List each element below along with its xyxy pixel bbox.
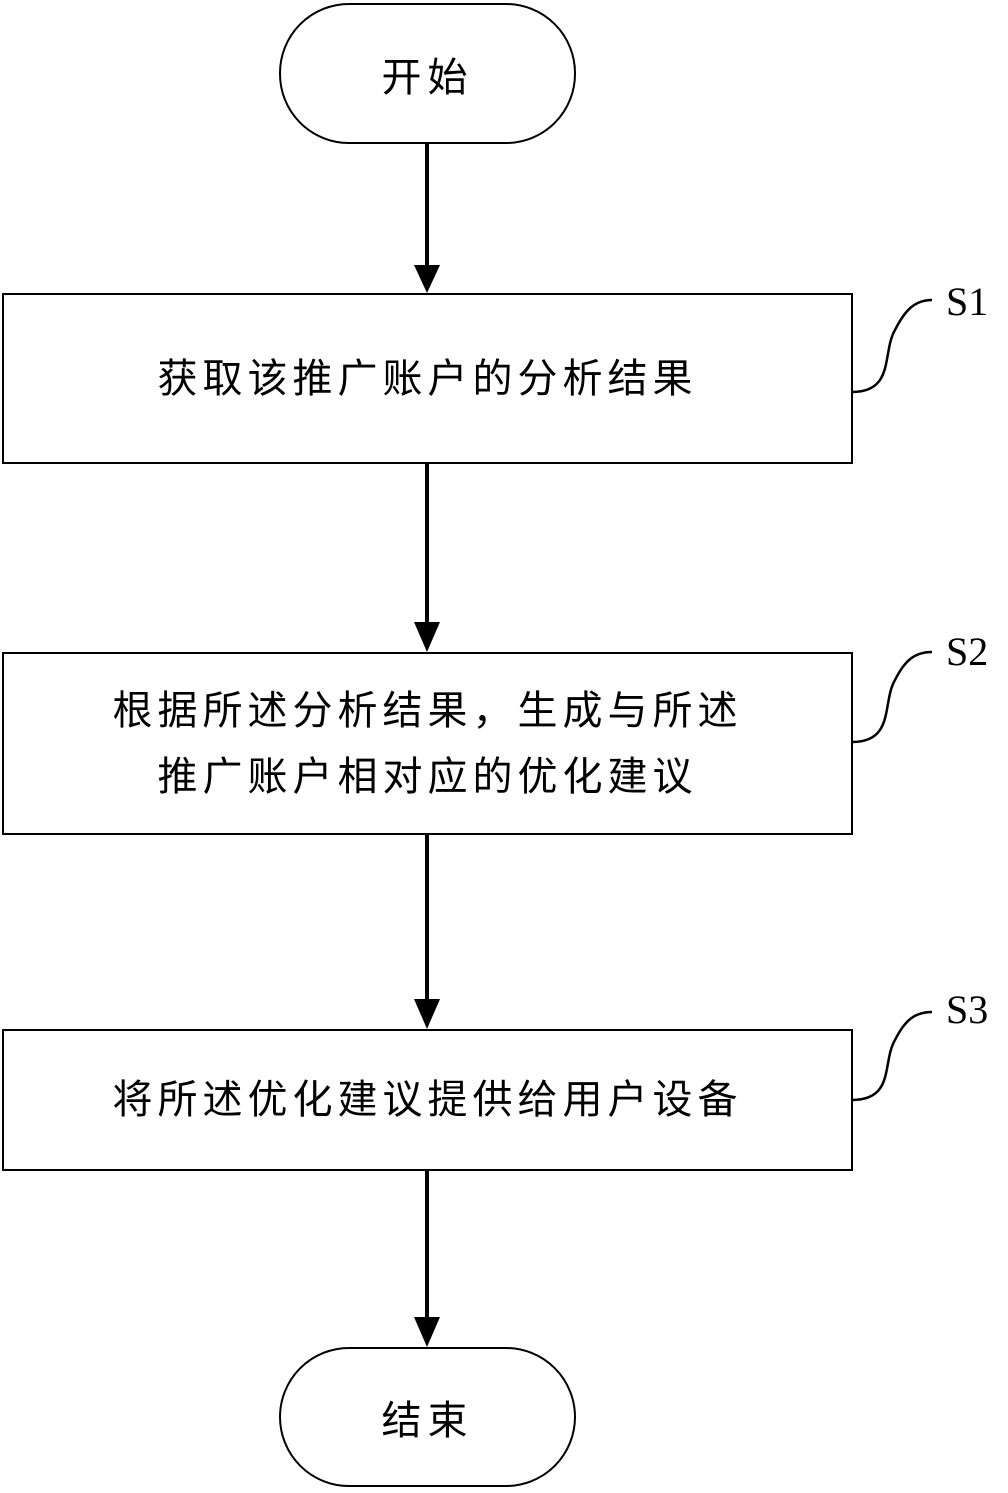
s2-leader-curve [852,652,932,742]
arrow-start-to-s1 [414,144,440,293]
process-s1-text: 获取该推广账户的分析结果 [158,346,698,412]
arrow-s3-to-end [414,1170,440,1347]
step-label-s2: S2 [946,632,988,672]
process-box-s2: 根据所述分析结果，生成与所述 推广账户相对应的优化建议 [2,652,853,835]
step-label-s3: S3 [946,990,988,1030]
process-s2-text-line1: 根据所述分析结果，生成与所述 [113,678,743,744]
start-label: 开始 [382,45,474,103]
end-terminal: 结束 [279,1347,576,1487]
process-box-s3: 将所述优化建议提供给用户设备 [2,1029,853,1171]
arrow-s2-to-s3 [414,834,440,1029]
step-label-s1: S1 [946,282,988,322]
process-s3-text: 将所述优化建议提供给用户设备 [113,1067,743,1133]
end-label: 结束 [382,1388,474,1446]
arrow-s1-to-s2 [414,463,440,652]
s1-leader-curve [852,300,932,392]
start-terminal: 开始 [279,3,576,144]
process-box-s1: 获取该推广账户的分析结果 [2,293,853,464]
s3-leader-curve [852,1012,932,1100]
process-s2-text-line2: 推广账户相对应的优化建议 [158,744,698,810]
